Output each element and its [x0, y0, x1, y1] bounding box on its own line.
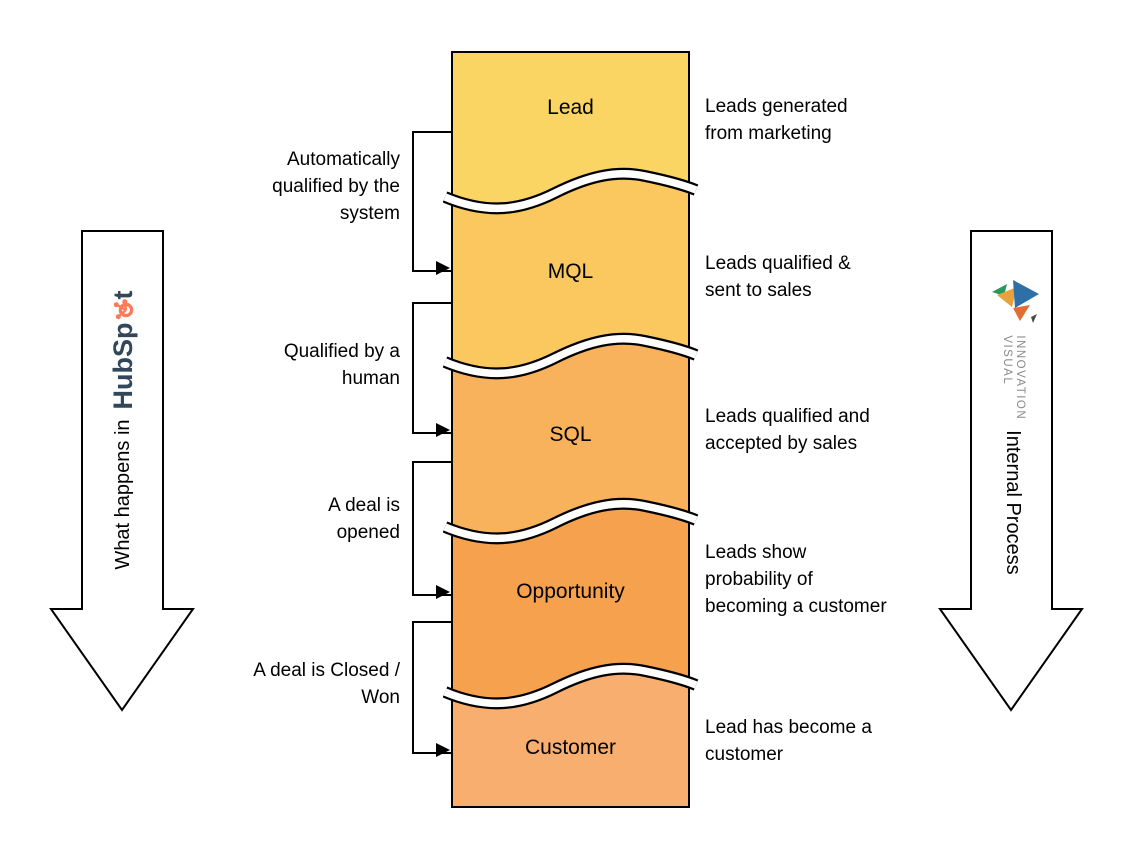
- stage-divider-wave: [443, 328, 699, 392]
- innovation-visual-logo: INNOVATION VISUAL: [990, 275, 1039, 420]
- stage-divider-wave: [443, 658, 699, 722]
- hubspot-sprocket-icon: [113, 299, 134, 320]
- arrowhead-icon: [436, 743, 450, 757]
- stage-label-opportunity: Opportunity: [516, 580, 625, 603]
- stage-label-customer: Customer: [524, 736, 617, 759]
- stage-description: Leads qualified & sent to sales: [705, 253, 851, 301]
- stage-divider-wave: [443, 493, 699, 557]
- stage-description: Leads qualified and accepted by sales: [705, 406, 870, 454]
- stage-label-mql: MQL: [547, 260, 594, 283]
- stage-label-sql: SQL: [549, 423, 592, 446]
- iv-logo-line2: VISUAL: [1001, 335, 1013, 386]
- stage-description: Leads generated from marketing: [705, 96, 848, 144]
- stage-description: Leads show probability of becoming a cus…: [705, 542, 887, 617]
- connector-bracket: [412, 302, 453, 434]
- what-happens-in-text: What happens in: [111, 419, 134, 570]
- iv-logo-text: INNOVATION VISUAL: [1000, 335, 1026, 420]
- internal-process-text: Internal Process: [1002, 430, 1025, 575]
- internal-process-arrow: [938, 230, 1084, 712]
- hubspot-logo: HubSp t: [108, 290, 139, 409]
- iv-logo-line1: INNOVATION: [1014, 335, 1026, 421]
- connector-bracket: [412, 621, 453, 754]
- transition-annotation: A deal is Closed / Won: [253, 660, 400, 708]
- hubspot-wordmark-prefix: HubSp: [107, 322, 138, 410]
- hubspot-wordmark-suffix: t: [107, 290, 138, 300]
- transition-annotation: A deal is opened: [328, 495, 400, 543]
- internal-process-caption: INNOVATION VISUAL Internal Process: [968, 235, 1058, 615]
- iv-triangles-icon: [992, 280, 1039, 324]
- stage-label-lead: Lead: [547, 96, 594, 119]
- connector-bracket: [412, 131, 453, 272]
- arrowhead-icon: [436, 585, 450, 599]
- arrowhead-icon: [436, 423, 450, 437]
- transition-annotation: Qualified by a human: [283, 341, 400, 389]
- hubspot-flow-arrow: [49, 230, 195, 712]
- connector-bracket: [412, 461, 453, 596]
- arrowhead-icon: [436, 261, 450, 275]
- stage-divider-wave: [443, 163, 699, 227]
- transition-annotation: Automatically qualified by the system: [272, 149, 400, 224]
- stage-description: Lead has become a customer: [705, 717, 872, 765]
- hubspot-arrow-caption: What happens in HubSp t: [78, 240, 168, 620]
